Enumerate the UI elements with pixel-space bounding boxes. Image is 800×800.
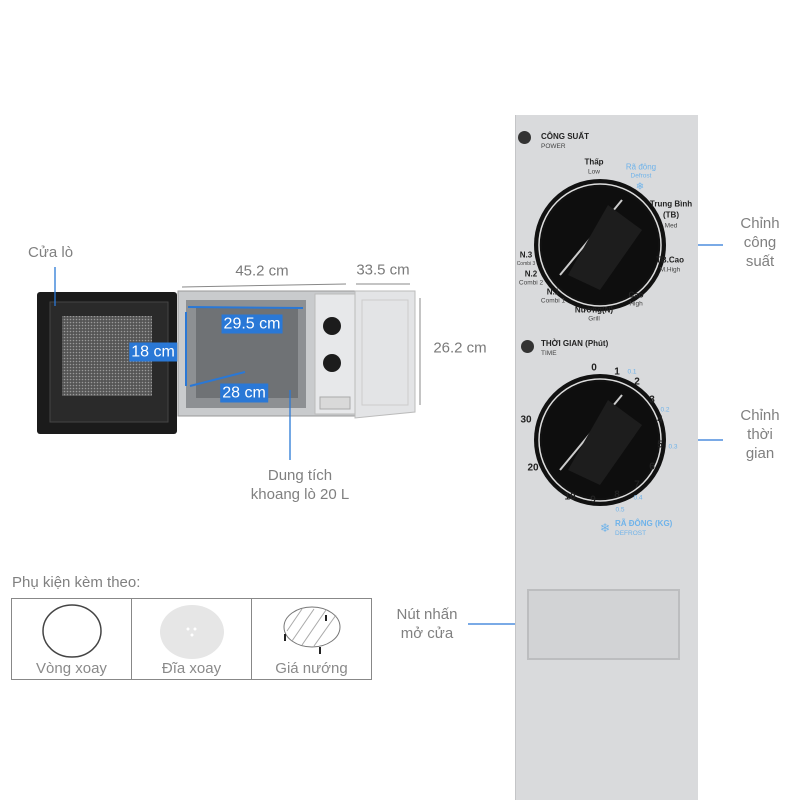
snowflake-icon: ❄	[599, 521, 611, 535]
turntable-plate-icon	[160, 605, 224, 659]
power-callout-line: công	[743, 234, 777, 251]
button-callout-line: mở cửa	[400, 625, 454, 642]
power-combi1-en: Combi 1	[540, 297, 566, 305]
power-mhigh-label: TB.Cao	[656, 255, 684, 265]
time-mark: 5	[657, 439, 663, 451]
power-combi3-en: Combi 3	[516, 261, 536, 267]
accessory-label: Giá nướng	[275, 660, 348, 677]
defrost-subtitle: DEFROST	[615, 530, 647, 537]
defrost-title: RÃ ĐÔNG (KG)	[615, 519, 673, 528]
power-defrost-en: Defrost	[630, 172, 652, 180]
door-callout: Cửa lò	[28, 244, 74, 261]
accessory-label: Vòng xoay	[36, 660, 107, 677]
time-mark: 0	[591, 362, 597, 374]
width-dimension: 45.2 cm	[235, 262, 289, 280]
button-callout: Nút nhấn mở cửa	[392, 605, 462, 643]
time-mark: 30	[520, 414, 532, 426]
button-callout-line: Nút nhấn	[396, 606, 458, 623]
time-callout-line: gian	[745, 445, 775, 462]
snowflake-icon: ❄	[635, 181, 645, 193]
time-mark: 10	[564, 491, 576, 503]
time-mark: 6	[649, 461, 655, 473]
time-mark: 7	[634, 479, 640, 491]
power-med-label: Trung Bình	[649, 199, 693, 209]
cavity-height-label: 18 cm	[129, 342, 177, 362]
power-med-label-2: (TB)	[663, 210, 679, 220]
power-low-label: Thấp	[584, 157, 604, 167]
power-med-en: Med	[664, 222, 678, 230]
capacity-line-2: khoang lò 20 L	[250, 486, 350, 503]
defrost-mark: 0.3	[668, 443, 678, 451]
defrost-mark: 0.2	[660, 406, 670, 414]
time-mark: 8	[614, 489, 620, 501]
time-knob[interactable]	[530, 370, 670, 510]
time-mark: 1	[614, 366, 620, 378]
defrost-mark: 0.4	[633, 494, 643, 502]
accessory-plate: Đĩa xoay	[131, 598, 252, 680]
accessory-rack: Giá nướng	[251, 598, 372, 680]
time-mark: 9	[590, 494, 596, 506]
power-combi2-en: Combi 2	[518, 279, 544, 287]
time-title: THỜI GIAN (Phút)	[541, 339, 609, 348]
height-dimension: 26.2 cm	[433, 339, 487, 357]
power-combi2-label: N.2	[524, 269, 538, 279]
time-callout-line: Chỉnh	[740, 407, 780, 424]
time-mark: 4	[657, 414, 663, 426]
grill-rack-icon	[283, 606, 341, 654]
power-defrost-label: Rã đông	[625, 162, 657, 172]
power-combi1-label: N.1	[546, 287, 560, 297]
power-mhigh-en: M.High	[659, 266, 681, 274]
depth-dimension: 33.5 cm	[356, 261, 410, 279]
power-subtitle: POWER	[541, 143, 566, 150]
time-callout: Chỉnh thời gian	[738, 406, 782, 463]
time-callout-line: thời	[747, 426, 773, 443]
door-open-button[interactable]	[527, 589, 680, 660]
cavity-width-label: 29.5 cm	[221, 314, 283, 334]
power-knob[interactable]	[530, 175, 670, 315]
capacity-callout: Dung tích khoang lò 20 L	[251, 466, 349, 504]
power-high-en: High	[629, 300, 643, 308]
power-callout-line: Chỉnh	[740, 215, 780, 232]
time-subtitle: TIME	[541, 350, 557, 357]
microwave-body	[177, 290, 416, 419]
accessory-ring: Vòng xoay	[11, 598, 132, 680]
capacity-line-1: Dung tích	[267, 467, 333, 484]
turntable-ring-icon	[42, 604, 102, 658]
defrost-mark: 0.5	[615, 506, 625, 514]
power-callout-line: suất	[745, 253, 775, 270]
defrost-mark: 0.1	[627, 368, 637, 376]
power-high-label: Cao	[628, 290, 644, 300]
power-combi3-label: N.3	[519, 250, 533, 260]
time-mark: 20	[527, 462, 539, 474]
clock-icon	[521, 340, 534, 353]
cavity-arrows	[185, 306, 304, 387]
power-grill-en: Grill	[588, 315, 600, 323]
cavity-depth-label: 28 cm	[220, 383, 268, 403]
power-title: CÔNG SUẤT	[541, 132, 589, 141]
accessory-label: Đĩa xoay	[161, 660, 222, 677]
open-door	[37, 292, 177, 434]
power-low-en: Low	[588, 168, 600, 176]
time-mark: 2	[634, 376, 640, 388]
dimension-arrows	[181, 283, 421, 405]
power-grill-label: Nướng(N)	[574, 305, 614, 315]
accessories-title: Phụ kiện kèm theo:	[12, 574, 141, 591]
power-icon	[518, 131, 531, 144]
power-callout: Chỉnh công suất	[738, 214, 782, 271]
time-mark: 3	[649, 394, 655, 406]
